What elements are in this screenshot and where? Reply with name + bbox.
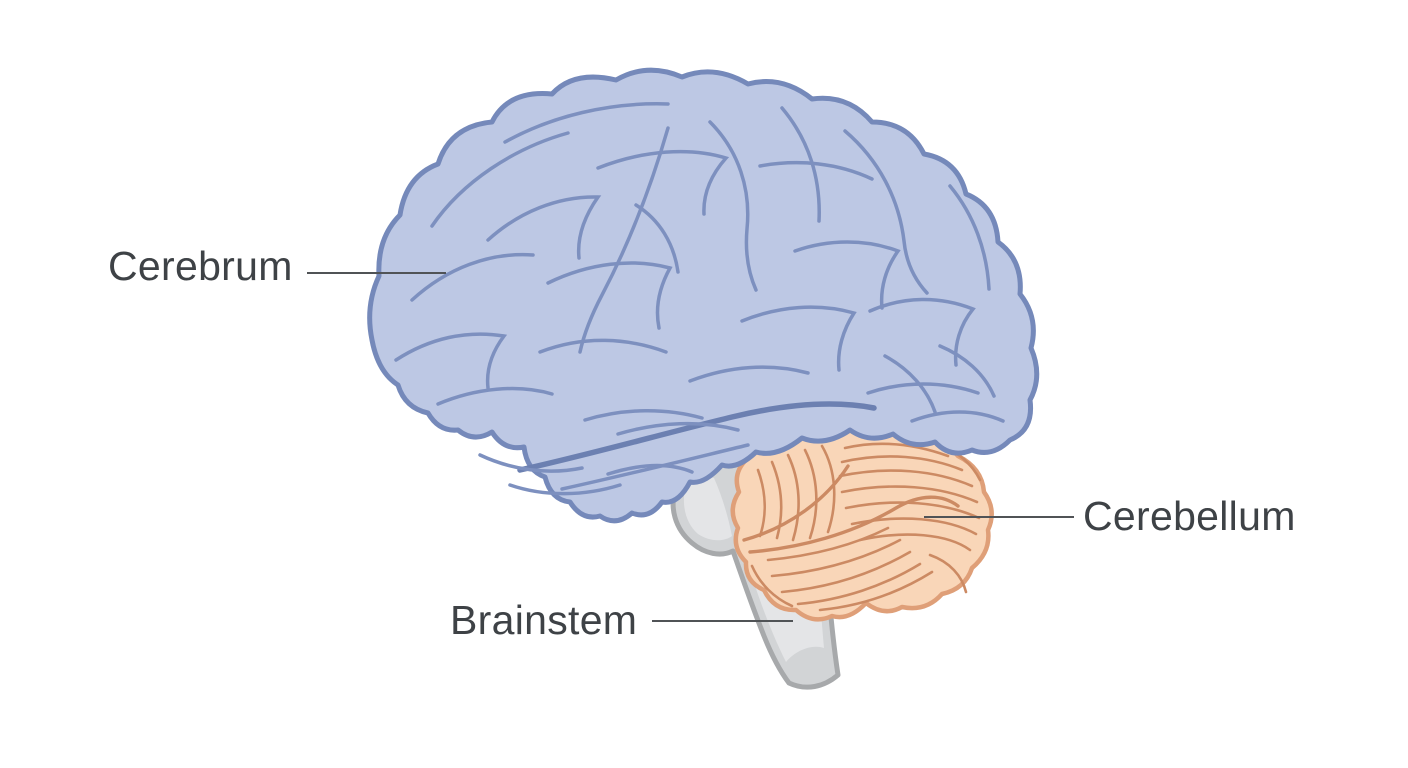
cerebellum-texture [742,442,982,612]
cerebrum-label: Cerebrum [108,243,293,289]
cerebrum-leader-line [307,272,446,274]
brainstem-leader-line [652,620,793,622]
brainstem-label: Brainstem [450,597,638,643]
cerebellum-leader-line [924,516,1074,518]
cerebrum-sulci [394,102,1005,496]
cerebrum-shape [367,67,1040,524]
cerebellum-label: Cerebellum [1083,493,1296,539]
cerebellum-shape [730,422,994,622]
